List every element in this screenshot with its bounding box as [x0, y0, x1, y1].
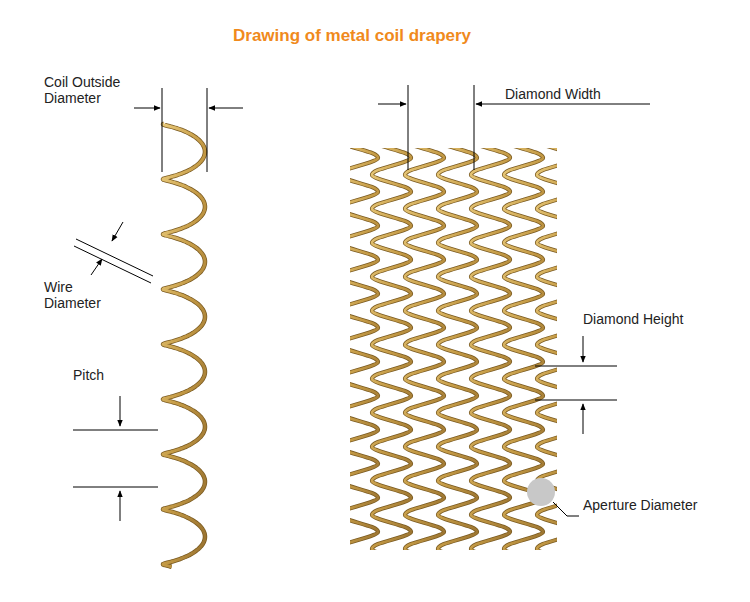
coil-wire-shadow [163, 124, 205, 567]
dimension-label: Diamond Height [583, 311, 683, 327]
dimension-label: Aperture Diameter [583, 497, 697, 513]
dimension-label: Diamond Width [505, 86, 601, 102]
aperture-circle [527, 478, 555, 506]
dimension-label: Coil Outside Diameter [44, 74, 136, 106]
coil-mesh [350, 148, 557, 550]
dimension-label: Wire Diameter [44, 279, 114, 311]
coil-spiral [163, 124, 205, 567]
dimension-label: Pitch [73, 367, 104, 383]
dimension-lines [73, 85, 650, 521]
title: Drawing of metal coil drapery [233, 26, 471, 46]
coil-wire [163, 124, 205, 567]
